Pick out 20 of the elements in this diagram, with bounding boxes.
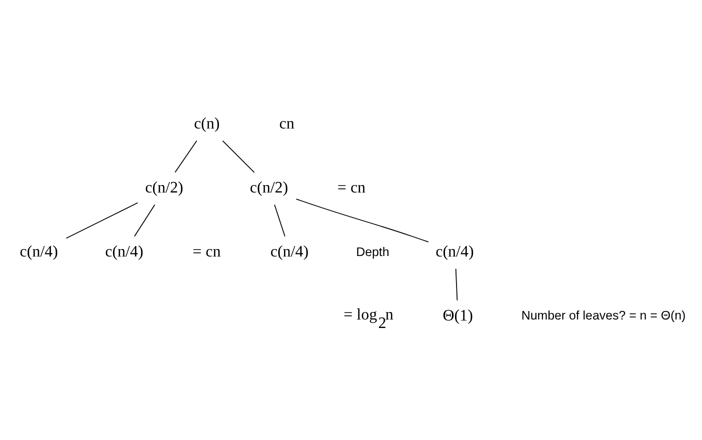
node-text: c(n) bbox=[194, 114, 220, 132]
label: cn bbox=[279, 114, 294, 132]
connector bbox=[66, 202, 138, 238]
label: = cn bbox=[337, 178, 366, 196]
node-text: c(n/4) bbox=[105, 242, 144, 260]
connector bbox=[296, 198, 429, 242]
node-text: c(n/2) bbox=[250, 178, 288, 196]
connector bbox=[274, 204, 286, 236]
label: Depth bbox=[356, 244, 390, 258]
label: = cn bbox=[192, 242, 221, 260]
node-text: Θ(1) bbox=[442, 306, 473, 324]
node-text: c(n/2) bbox=[145, 178, 184, 196]
node-text: c(n/4) bbox=[436, 242, 474, 260]
connector bbox=[222, 140, 255, 172]
connector bbox=[455, 268, 458, 300]
connector bbox=[174, 140, 198, 172]
label: Number of leaves? = n = Θ(n) bbox=[521, 308, 686, 322]
connector bbox=[134, 204, 156, 236]
node-text: c(n/4) bbox=[20, 242, 58, 260]
node-text: c(n/4) bbox=[270, 242, 309, 260]
